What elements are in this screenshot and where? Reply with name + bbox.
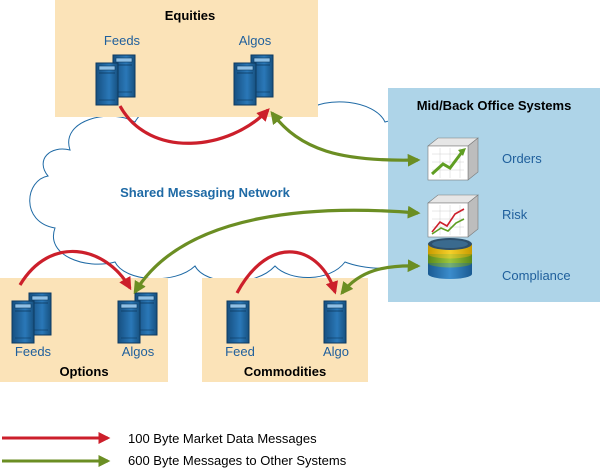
legend: 100 Byte Market Data Messages 600 Byte M…: [2, 431, 347, 468]
compliance-label: Compliance: [502, 268, 571, 283]
options-title: Options: [59, 364, 108, 379]
options-region: Feeds Algos Options: [0, 278, 168, 382]
orders-label: Orders: [502, 151, 542, 166]
options-feeds-label: Feeds: [15, 344, 52, 359]
options-algos-to-risk-arrow: [133, 205, 421, 295]
office-systems-panel: Mid/Back Office Systems Orders Risk: [388, 88, 600, 302]
equities-algos-server-icon: [233, 54, 274, 106]
options-feeds-server-icon: [11, 292, 52, 344]
risk-label: Risk: [502, 207, 528, 222]
risk-chart-icon: [427, 194, 479, 238]
commodities-title: Commodities: [244, 364, 326, 379]
equities-region: Equities Feeds Algos: [55, 0, 318, 117]
equities-title: Equities: [165, 8, 216, 23]
options-feed-to-algo-arrow: [18, 249, 132, 291]
equities-feed-to-algo-arrow: [118, 105, 270, 145]
commodities-feed-label: Feed: [225, 344, 255, 359]
commodities-algo-to-compliance-arrow: [340, 259, 421, 296]
other-systems-arrows: [133, 110, 421, 296]
commodities-feed-server-icon: [226, 300, 250, 344]
commodities-region: Feed Algo Commodities: [202, 278, 368, 382]
equities-feeds-label: Feeds: [104, 33, 141, 48]
equities-algos-label: Algos: [239, 33, 272, 48]
cloud-label: Shared Messaging Network: [120, 185, 291, 200]
commodities-algo-server-icon: [323, 300, 347, 344]
legend-green-label: 600 Byte Messages to Other Systems: [128, 453, 347, 468]
commodities-algo-label: Algo: [323, 344, 349, 359]
compliance-database-icon: [428, 238, 472, 279]
office-title: Mid/Back Office Systems: [417, 98, 572, 113]
options-algos-label: Algos: [122, 344, 155, 359]
algos-to-orders-arrow: [270, 110, 421, 167]
options-algos-server-icon: [117, 292, 158, 344]
legend-red-label: 100 Byte Market Data Messages: [128, 431, 317, 446]
equities-feeds-server-icon: [95, 54, 136, 106]
orders-chart-icon: [427, 137, 479, 181]
